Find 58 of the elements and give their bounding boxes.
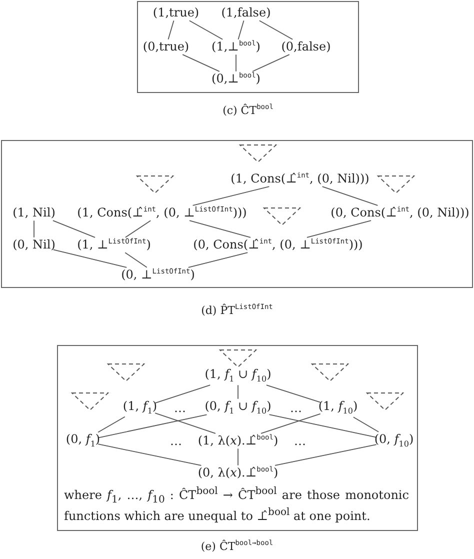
lattice-element: (0, λ(x).⊥̂$^{bool}$) (198, 466, 278, 480)
lattice-element: (1,true) (152, 6, 200, 20)
lattice-line (154, 412, 216, 434)
lattice-line (98, 444, 202, 466)
lattice-element: (0, Nil) (12, 238, 56, 252)
footnote-text: where f$_{1}$, …, f$_{10}$ : ĈT$^{bool}$ → ĈT$^{bool}$ are those monotonic functions which are unequal to ⊥̂$^{bool}$ at one point. (64, 486, 409, 524)
lattice-line (98, 416, 126, 433)
lattice-element: (0, f$_{1}$ ∪ f$_{10}$) (204, 400, 272, 416)
panel-frame (1, 140, 473, 288)
ellipsis: … (174, 401, 186, 415)
lattice-element: (1, Nil) (12, 206, 56, 220)
lattice-line (252, 54, 290, 72)
lattice-line (52, 220, 96, 238)
lattice-line (192, 186, 270, 206)
lattice-element: (0,false) (281, 40, 331, 54)
lattice-line (274, 444, 377, 466)
panel-frame (57, 345, 418, 531)
lattice-element: (1, f$_{1}$ ∪ f$_{10}$) (204, 368, 272, 384)
lattice-line (182, 54, 220, 72)
lattice-element: (0, Cons(⊥̂$^{int}$, (0, Nil))) (330, 206, 470, 220)
lattice-line (352, 416, 380, 432)
lattice-line (268, 414, 377, 438)
lattice-element: (0, Cons(⊥̂$^{int}$, (0, ⊥$^{ListOfInt}$))) (193, 238, 363, 252)
ellipsis: … (294, 434, 306, 448)
ellipsis: … (290, 401, 302, 415)
lattice-element: (0, f$_{1}$) (66, 432, 100, 450)
lattice-line (124, 252, 148, 268)
figure-caption: (c) ĈT$^{bool}$ (222, 103, 274, 117)
lattice-line (188, 20, 224, 40)
lattice-line (168, 20, 174, 40)
lattice-line (306, 220, 372, 238)
lattice-element: (1, Cons(⊥̂$^{int}$, (0, ⊥$^{ListOfInt}$))) (77, 206, 247, 220)
lattice-element: (1, f$_{1}$) (122, 400, 158, 416)
ellipsis: … (170, 434, 182, 448)
figure-caption: (e) ĈT$^{bool→bool}$ (200, 539, 274, 553)
lattice-line (238, 20, 244, 40)
lattice-line (266, 384, 321, 403)
lattice-element: (1, f$_{10}$) (318, 400, 358, 416)
lattice-element: (1,⊥$^{bool}$) (212, 40, 260, 54)
lattice-element: (0, ⊥$^{ListOfInt}$) (121, 268, 195, 282)
lattice-line (52, 249, 128, 268)
lattice-element: (0, f$_{10}$) (374, 432, 414, 450)
lattice-line (258, 20, 294, 40)
lattice-line (188, 252, 248, 268)
lattice-line (322, 186, 378, 206)
lattice-element: (1, ⊥$^{ListOfInt}$) (77, 238, 151, 252)
lattice-line (260, 413, 321, 434)
lattice-element: (1, Cons(⊥̂$^{int}$, (0, Nil))) (230, 172, 370, 186)
panel-frame (137, 1, 359, 93)
figure-caption: (d) P̂T$^{ListOfInt}$ (201, 303, 273, 317)
lattice-line (98, 414, 208, 438)
lattice-element: (0,⊥$^{bool}$) (212, 72, 260, 86)
lattice-line (189, 220, 251, 238)
lattice-element: (1, λ(x).⊥̂$^{bool}$) (198, 434, 278, 448)
lattice-line (124, 220, 152, 238)
lattice-element: (1,false) (221, 6, 271, 20)
lattice-line (154, 384, 211, 404)
lattice-element: (0,true) (142, 40, 190, 54)
